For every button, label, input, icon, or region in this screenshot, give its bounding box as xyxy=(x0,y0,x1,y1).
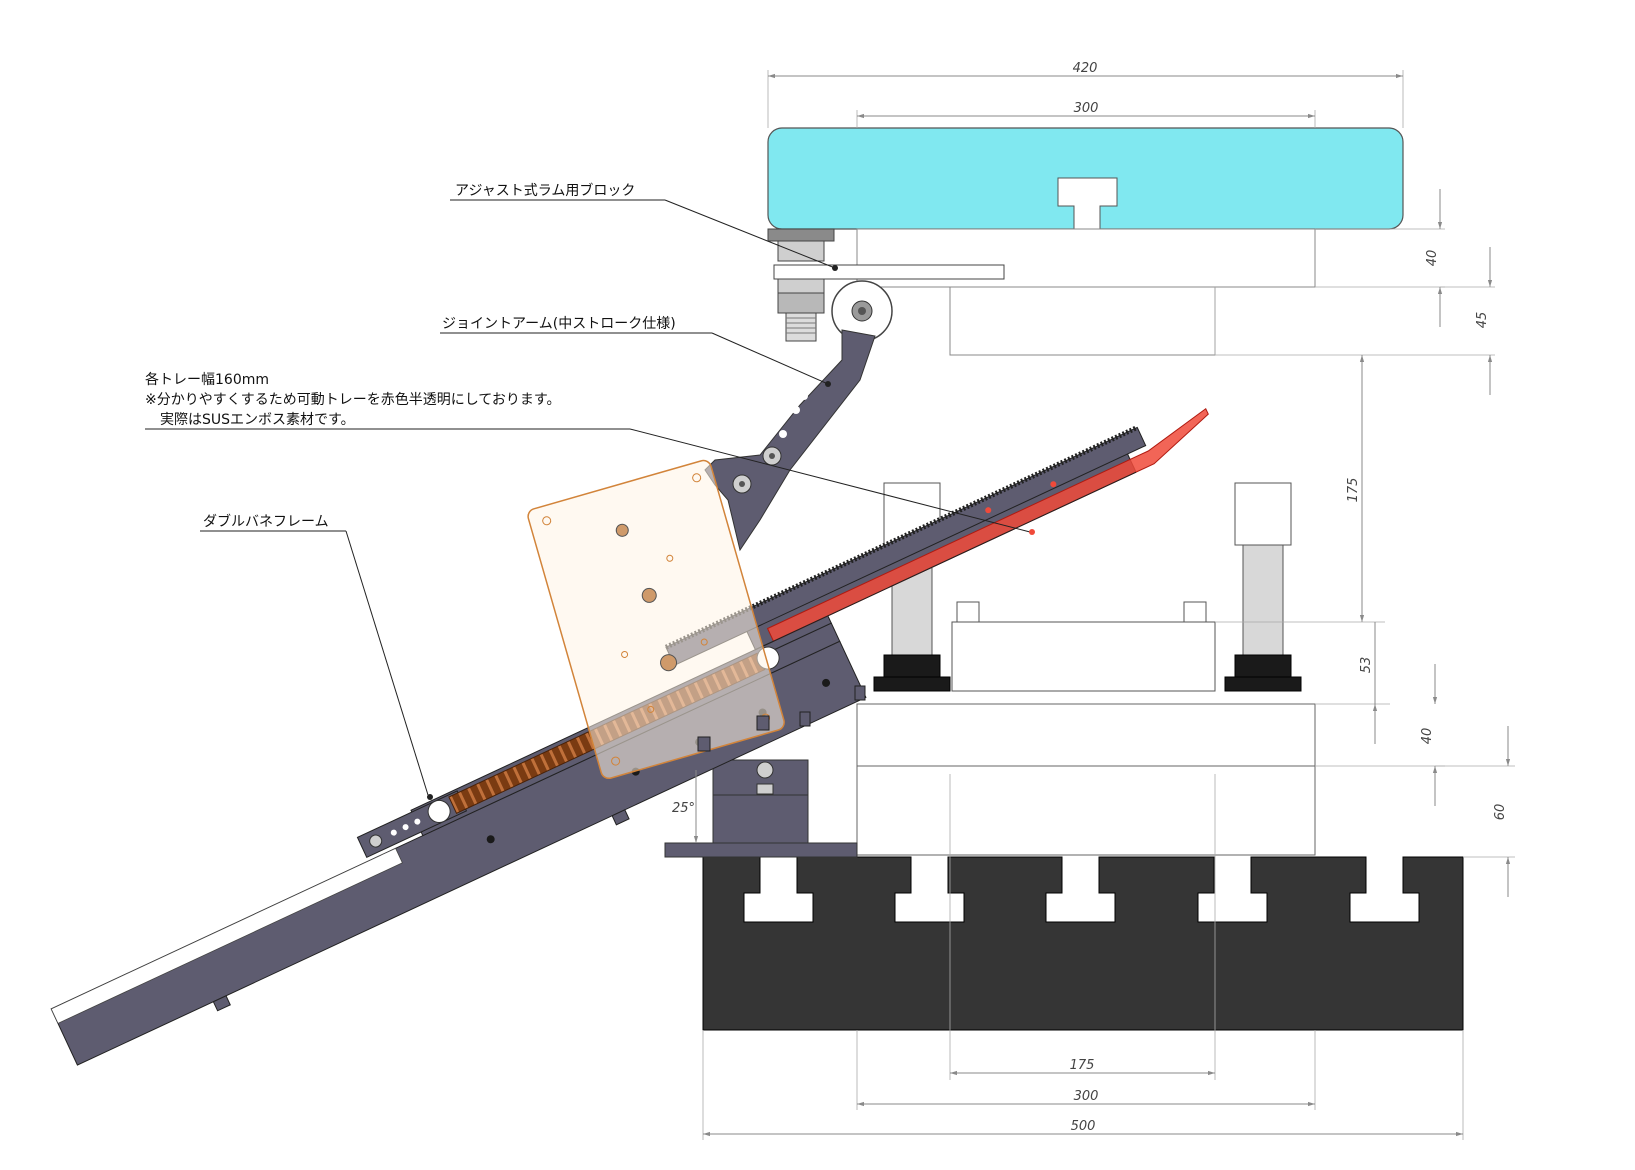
label-joint-arm-text: ジョイントアーム(中ストローク仕様) xyxy=(442,316,676,332)
label-tray-note-2: ※分かりやすくするため可動トレーを赤色半透明にしております。 xyxy=(145,391,561,408)
tray-plate xyxy=(527,459,785,780)
dim-label-300-bottom: 300 xyxy=(1074,1089,1099,1104)
t-slot-base xyxy=(702,856,1464,1031)
joint-arm xyxy=(704,280,893,552)
ram-lower-block xyxy=(949,286,1216,356)
dim-label-300-top: 300 xyxy=(1074,101,1099,116)
dimension-500: 500 xyxy=(702,1030,1464,1140)
movable-tray xyxy=(766,407,1209,642)
dim-label-175-bottom: 175 xyxy=(1070,1058,1095,1073)
right-guide-post xyxy=(1224,482,1302,692)
dim-label-40-top: 40 xyxy=(1425,250,1440,267)
ram-head xyxy=(767,127,1404,356)
dimension-175-stroke: 175 xyxy=(1215,355,1385,623)
dim-label-angle: 25° xyxy=(672,801,695,816)
dimension-right-60: 60 xyxy=(1435,726,1515,897)
dim-label-53: 53 xyxy=(1359,657,1374,674)
label-spring-frame-text: ダブルバネフレーム xyxy=(203,513,329,530)
die-set-blocks xyxy=(856,601,1316,856)
dimension-300-bottom: 300 xyxy=(856,1030,1316,1110)
label-tray-note-1: 各トレー幅160mm xyxy=(145,372,269,388)
label-ram-block-text: アジャスト式ラム用ブロック xyxy=(455,182,635,199)
dimension-right-45: 45 xyxy=(1215,247,1495,395)
adjust-ram-block xyxy=(767,228,1005,342)
dim-label-175-stroke: 175 xyxy=(1346,478,1361,503)
dimension-right-40-lower: 40 xyxy=(1315,664,1445,806)
dim-label-45: 45 xyxy=(1475,312,1490,329)
dim-label-420: 420 xyxy=(1073,61,1098,76)
label-tray-note-3: 実際はSUSエンボス素材です。 xyxy=(160,412,355,428)
label-tray-note: 各トレー幅160mm ※分かりやすくするため可動トレーを赤色半透明にしております… xyxy=(145,372,1035,535)
label-ram-block: アジャスト式ラム用ブロック xyxy=(450,182,836,269)
dim-label-500: 500 xyxy=(1071,1119,1096,1134)
pivot-stand xyxy=(664,759,858,858)
dimension-angle: 25° xyxy=(672,770,699,843)
label-joint-arm: ジョイントアーム(中ストローク仕様) xyxy=(440,316,829,385)
label-spring-frame: ダブルバネフレーム xyxy=(200,513,433,800)
pivot-posts xyxy=(697,685,866,752)
dimension-175-bottom: 175 xyxy=(949,774,1216,1080)
dim-label-40-lower: 40 xyxy=(1420,728,1435,745)
dimension-300-top: 300 xyxy=(856,101,1316,128)
dim-label-60: 60 xyxy=(1493,804,1508,821)
dimension-right-40-top: 40 xyxy=(1315,189,1445,327)
dimension-420: 420 xyxy=(767,61,1404,128)
dimension-53: 53 xyxy=(1315,622,1390,744)
